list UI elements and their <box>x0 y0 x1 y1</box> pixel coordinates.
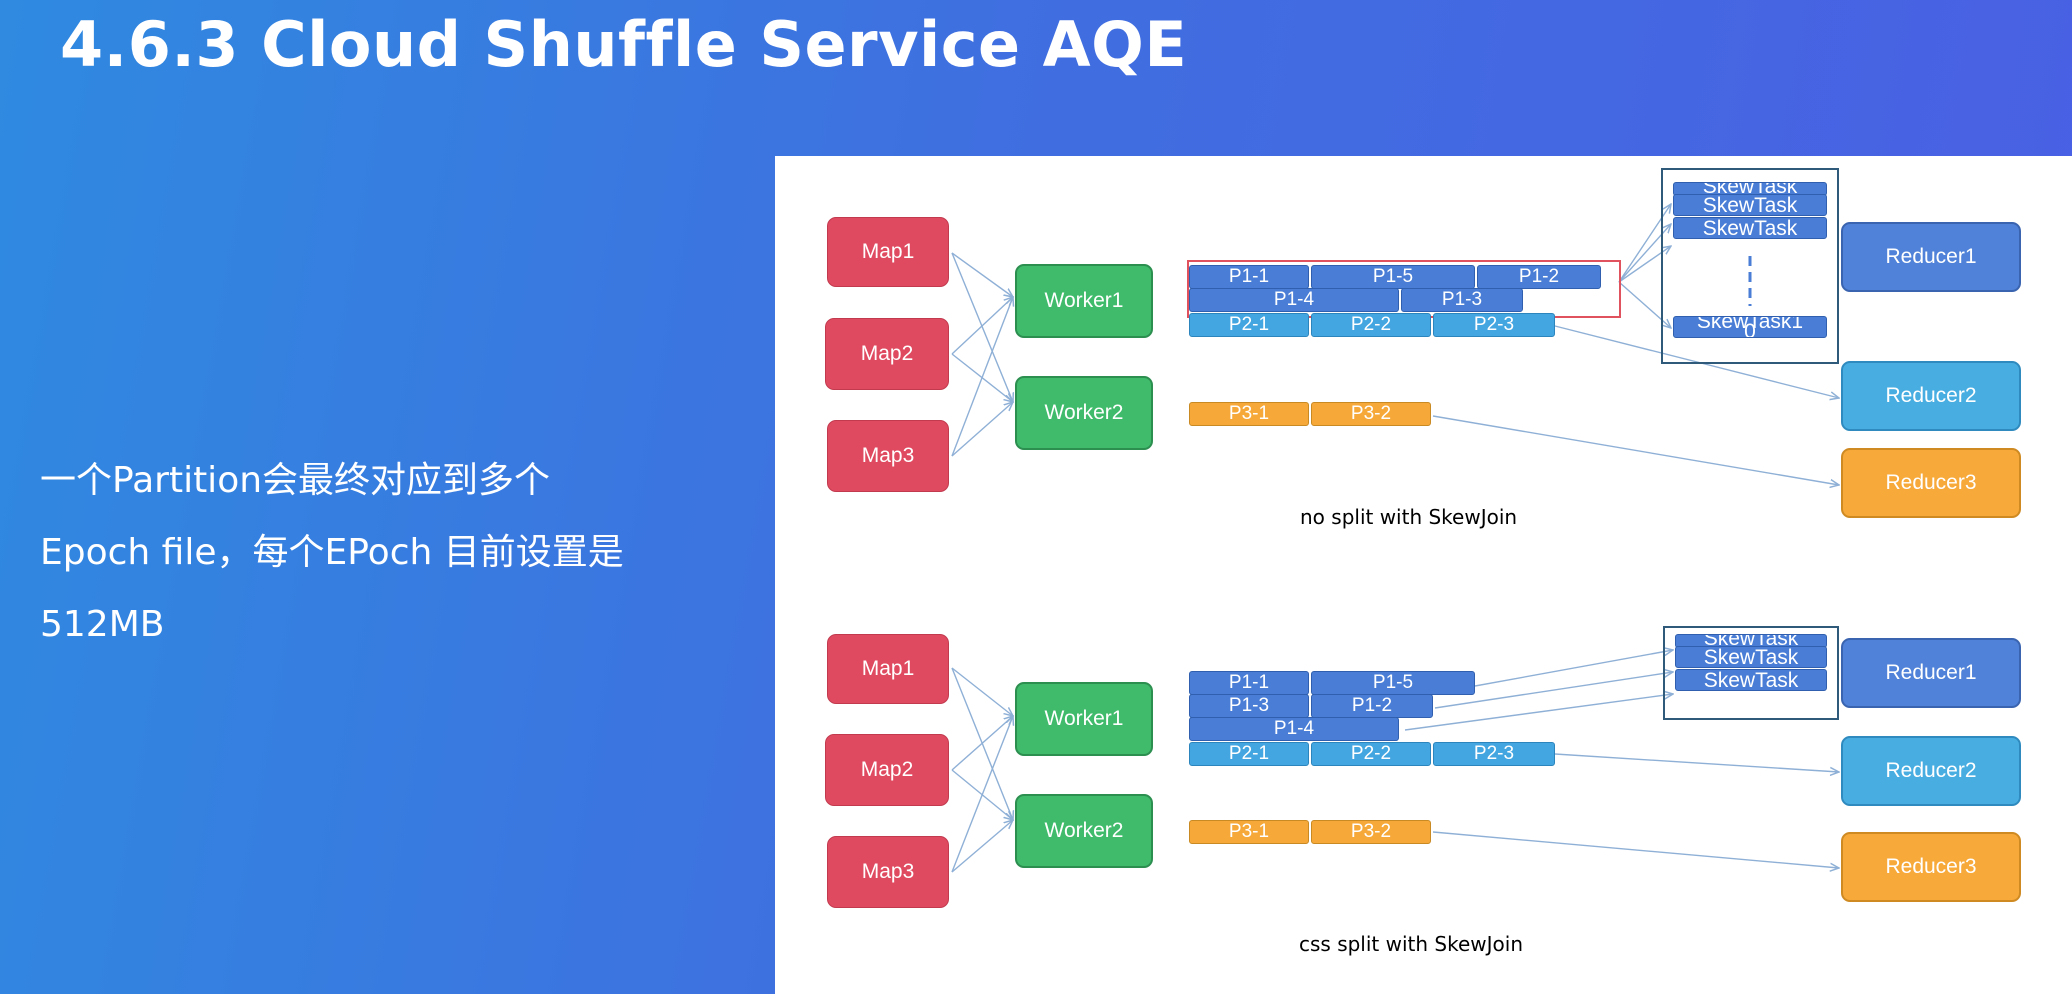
arrow-line <box>951 252 1013 297</box>
worker2-node: Worker2 <box>1015 376 1153 450</box>
description-line: 512MB <box>40 604 165 645</box>
description-line: Epoch file，每个EPoch 目前设置是 <box>40 532 624 573</box>
skew-task: SkewTask2 <box>1673 217 1827 239</box>
reducer1-node: Reducer1 <box>1841 222 2021 292</box>
diagram-panel: Map1 Map2 Map3 Worker1 Worker2 P1-1 P1-5… <box>775 156 2072 994</box>
map3-node: Map3 <box>827 420 949 492</box>
partition-block: P2-3 <box>1433 313 1555 337</box>
partition-block: P2-1 <box>1189 313 1309 337</box>
partition-block: P1-5 <box>1311 671 1475 695</box>
worker1-node: Worker1 <box>1015 682 1153 756</box>
skew-task: SkewTask <box>1675 646 1827 668</box>
skew-task: SkewTask2 <box>1675 669 1827 691</box>
partition-block: P3-1 <box>1189 402 1309 426</box>
arrow-line <box>951 297 1013 457</box>
connector-layer <box>951 156 2072 873</box>
skew-task-label: SkewTask <box>1702 217 1798 239</box>
skew-task-group <box>1663 626 1839 720</box>
map1-node: Map1 <box>827 634 949 704</box>
partition-block: P3-2 <box>1311 820 1431 844</box>
arrow-line <box>951 716 1013 873</box>
partition-block: P1-1 <box>1189 265 1309 289</box>
skew-task-label: SkewTask1 <box>1696 316 1804 333</box>
reducer3-node: Reducer3 <box>1841 832 2021 902</box>
partition-block: P3-1 <box>1189 820 1309 844</box>
description-text: 一个Partition会最终对应到多个 Epoch file，每个EPoch 目… <box>40 445 740 661</box>
partition-block: P1-1 <box>1189 671 1309 695</box>
arrow-line <box>951 402 1013 457</box>
partition-block: P2-2 <box>1311 313 1431 337</box>
partition-block: P2-3 <box>1433 742 1555 766</box>
skew-task-label: SkewTask <box>1702 194 1798 216</box>
partition-block: P2-2 <box>1311 742 1431 766</box>
arrow-line <box>1432 831 1839 868</box>
arrow-line <box>1432 415 1839 485</box>
reducer2-node: Reducer2 <box>1841 361 2021 431</box>
partition-block: P1-4 <box>1189 288 1399 312</box>
arrow-line <box>1474 650 1673 687</box>
worker2-node: Worker2 <box>1015 794 1153 868</box>
description-line: 一个Partition会最终对应到多个 <box>40 460 551 501</box>
partition-block: P1-2 <box>1477 265 1601 289</box>
arrow-line <box>951 667 1013 716</box>
skew-task-index: 0 <box>1744 320 1756 338</box>
arrow-line <box>1554 753 1839 772</box>
skew-task: SkewTask <box>1673 182 1827 196</box>
map2-node: Map2 <box>825 734 949 806</box>
map3-node: Map3 <box>827 836 949 908</box>
skew-task-group <box>1661 168 1839 364</box>
arrow-line <box>951 297 1013 355</box>
partition-block: P1-3 <box>1401 288 1523 312</box>
skew-task-label: SkewTask <box>1703 669 1799 691</box>
arrow-line <box>951 252 1013 402</box>
arrow-line <box>951 820 1013 873</box>
partition-block: P3-2 <box>1311 402 1431 426</box>
reducer2-node: Reducer2 <box>1841 736 2021 806</box>
arrow-line <box>1434 672 1673 709</box>
arrow-line <box>1404 694 1673 731</box>
partition-block: P2-1 <box>1189 742 1309 766</box>
reducer1-node: Reducer1 <box>1841 638 2021 708</box>
reducer3-node: Reducer3 <box>1841 448 2021 518</box>
partition-block: P1-3 <box>1189 694 1309 718</box>
arrow-line <box>951 667 1013 820</box>
map1-node: Map1 <box>827 217 949 287</box>
partition-block: P1-2 <box>1311 694 1433 718</box>
worker1-node: Worker1 <box>1015 264 1153 338</box>
arrow-line <box>951 716 1013 771</box>
map2-node: Map2 <box>825 318 949 390</box>
skew-task: SkewTask1 <box>1673 194 1827 216</box>
partition-block: P1-5 <box>1311 265 1475 289</box>
partition-block: P1-4 <box>1189 717 1399 741</box>
page-title: 4.6.3 Cloud Shuffle Service AQE <box>60 8 1188 81</box>
diagram-caption-bottom: css split with SkewJoin <box>1299 932 1524 956</box>
diagram-caption-top: no split with SkewJoin <box>1300 505 1518 529</box>
